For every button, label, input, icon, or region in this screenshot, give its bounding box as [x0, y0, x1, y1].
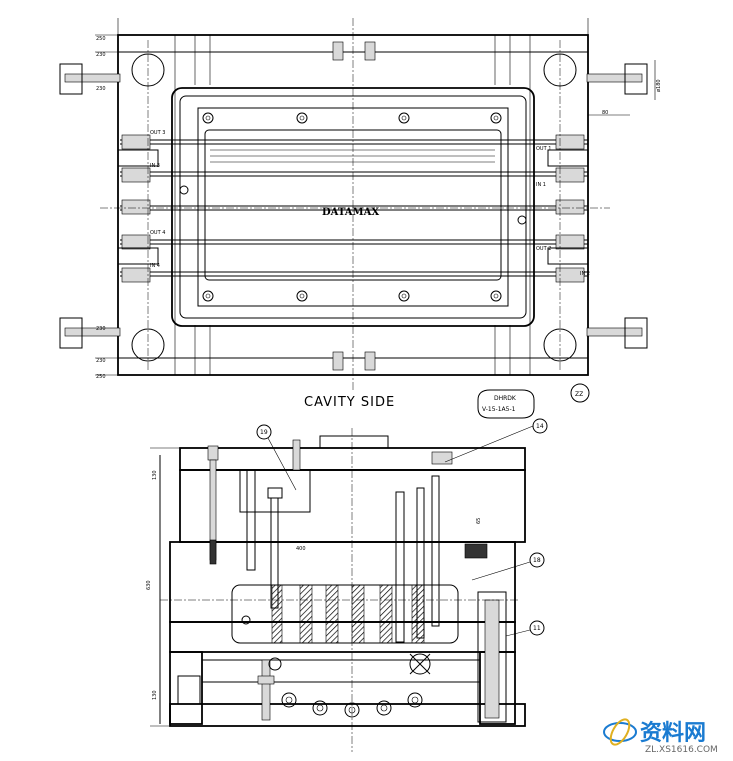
dim-label: 230: [96, 86, 106, 92]
dim-label: 230: [96, 52, 106, 58]
dim-label: 230: [96, 326, 106, 332]
dim-label: 250: [96, 36, 106, 42]
dim-label: ø180: [656, 79, 662, 92]
dim-label: 230: [96, 358, 106, 364]
insert-screws: [179, 112, 527, 302]
product-logo: DATAMAX: [322, 207, 379, 218]
water-label: IN 4: [150, 263, 160, 269]
locating-block: [332, 351, 344, 371]
top-clamp-plate: [179, 447, 526, 471]
svg-text:V-15-1A5-1: V-15-1A5-1: [482, 406, 516, 413]
guide-pillar-circle: [131, 328, 165, 362]
core-plate: [169, 541, 516, 623]
bolts-and-pins: [177, 439, 507, 723]
svg-text:18: 18: [533, 557, 541, 564]
dim-label: 65: [476, 518, 482, 524]
water-label: IN 1: [536, 182, 546, 188]
cavity-side-title: CAVITY SIDE: [304, 395, 395, 410]
locating-block: [364, 351, 376, 371]
dim-label: 630: [146, 580, 152, 590]
locating-block: [332, 41, 344, 61]
ejector-screws: [241, 615, 431, 718]
watermark-logo-icon: [603, 718, 637, 746]
steel-tag: DHRDK V-15-1A5-1: [477, 389, 535, 419]
cavity-dimensions: [95, 18, 656, 376]
clamp-bolts: [59, 63, 648, 349]
svg-text:11: 11: [533, 625, 541, 632]
watermark-url: ZL.XS1616.COM: [645, 745, 718, 755]
cavity-side-view: 250 230 230 230 230 250 ø180 80 OUT 3 IN…: [59, 18, 662, 410]
section-view: 130 630 400 65 130 19 14 18 11 DHR: [146, 389, 548, 752]
stamp-text: ZZ: [575, 391, 583, 398]
locating-block: [364, 41, 376, 61]
water-fitting: [431, 451, 453, 465]
svg-text:19: 19: [260, 429, 268, 436]
cavity-plate: [179, 469, 526, 543]
svg-text:14: 14: [536, 423, 544, 430]
dim-label: 130: [152, 690, 158, 700]
water-label: OUT 1: [536, 146, 551, 152]
water-label: OUT 4: [150, 230, 165, 236]
core-ribs: [271, 584, 425, 644]
balloon-19: 19: [256, 424, 297, 491]
dim-label: 400: [296, 546, 306, 552]
svg-text:DHRDK: DHRDK: [494, 395, 517, 402]
watermark: 资料网 ZL.XS1616.COM: [603, 718, 718, 755]
guide-pillar-circle: [543, 328, 577, 362]
sensor-fitting: [464, 543, 488, 559]
spacer-block-left: [169, 651, 203, 725]
watermark-brand: 资料网: [640, 721, 706, 746]
water-fittings-right: [547, 134, 589, 283]
support-plate: [169, 621, 516, 653]
dim-label: 80: [602, 110, 608, 116]
dim-label: 250: [96, 374, 106, 380]
ejector-retainer-plate: [201, 681, 481, 705]
stamp-circle: [570, 383, 590, 403]
water-label: OUT 3: [150, 130, 165, 136]
water-fittings-left: [117, 134, 159, 283]
balloon-11: 11: [505, 620, 545, 637]
water-label: OUT 2: [536, 246, 551, 252]
balloon-14: 14: [444, 418, 548, 463]
core-insert: [231, 584, 459, 644]
cooling-channels: [120, 139, 588, 277]
balloon-18: 18: [471, 552, 545, 581]
dim-label: 130: [152, 470, 158, 480]
ejector-plate: [201, 659, 481, 683]
water-label: IN 2: [580, 271, 590, 277]
water-label: IN 3: [150, 163, 160, 169]
